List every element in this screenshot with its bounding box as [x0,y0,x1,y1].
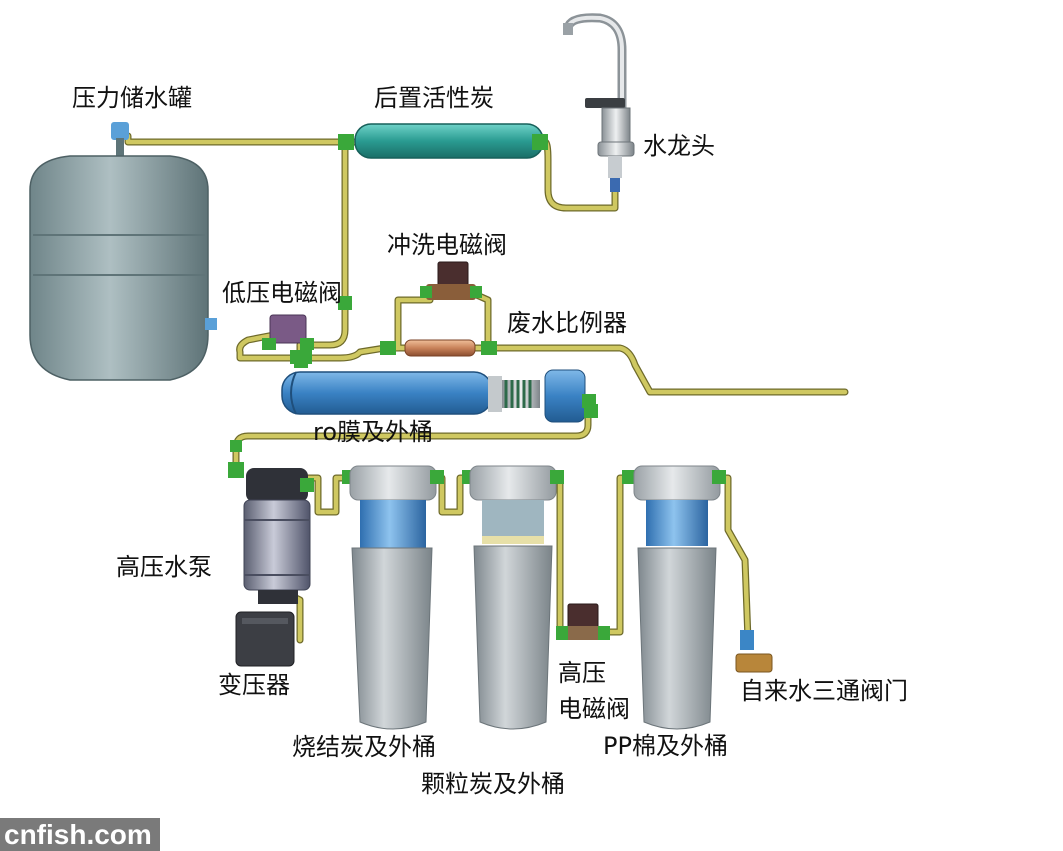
label-granular-carbon: 颗粒炭及外桶 [421,770,565,798]
label-high-pressure-valve-line2: 电磁阀 [558,695,630,723]
label-tee-valve: 自来水三通阀门 [740,677,908,705]
waste-water-ratio-restrictor [380,339,497,357]
label-waste-ratio: 废水比例器 [507,309,627,337]
granular-carbon-housing [462,465,564,730]
label-ro-membrane: ro膜及外桶 [313,418,434,446]
label-pp-cotton: PP棉及外桶 [603,732,728,760]
ro-membrane-housing [281,350,596,423]
high-pressure-pump [228,462,314,604]
watermark: cnfish.com [0,818,160,851]
label-sintered-carbon: 烧结炭及外桶 [292,733,436,761]
pressure-tank [29,122,217,381]
fittings [230,296,598,452]
pp-cotton-housing [622,465,726,730]
label-faucet: 水龙头 [643,132,715,160]
low-pressure-solenoid-valve [262,314,314,350]
post-carbon-filter [338,123,548,159]
label-transformer: 变压器 [218,671,290,699]
sintered-carbon-housing [342,465,444,730]
label-high-pressure-valve-line1: 高压 [558,659,606,687]
label-flush-valve: 冲洗电磁阀 [387,231,507,259]
label-low-pressure-valve: 低压电磁阀 [222,279,342,307]
label-pump: 高压水泵 [116,553,212,581]
flush-solenoid-valve [420,261,482,300]
high-pressure-solenoid-valve [556,603,610,640]
label-post-carbon: 后置活性炭 [374,84,494,112]
transformer [235,611,295,667]
faucet [563,13,635,192]
label-pressure-tank: 压力储水罐 [72,84,192,112]
tee-valve [735,630,773,673]
